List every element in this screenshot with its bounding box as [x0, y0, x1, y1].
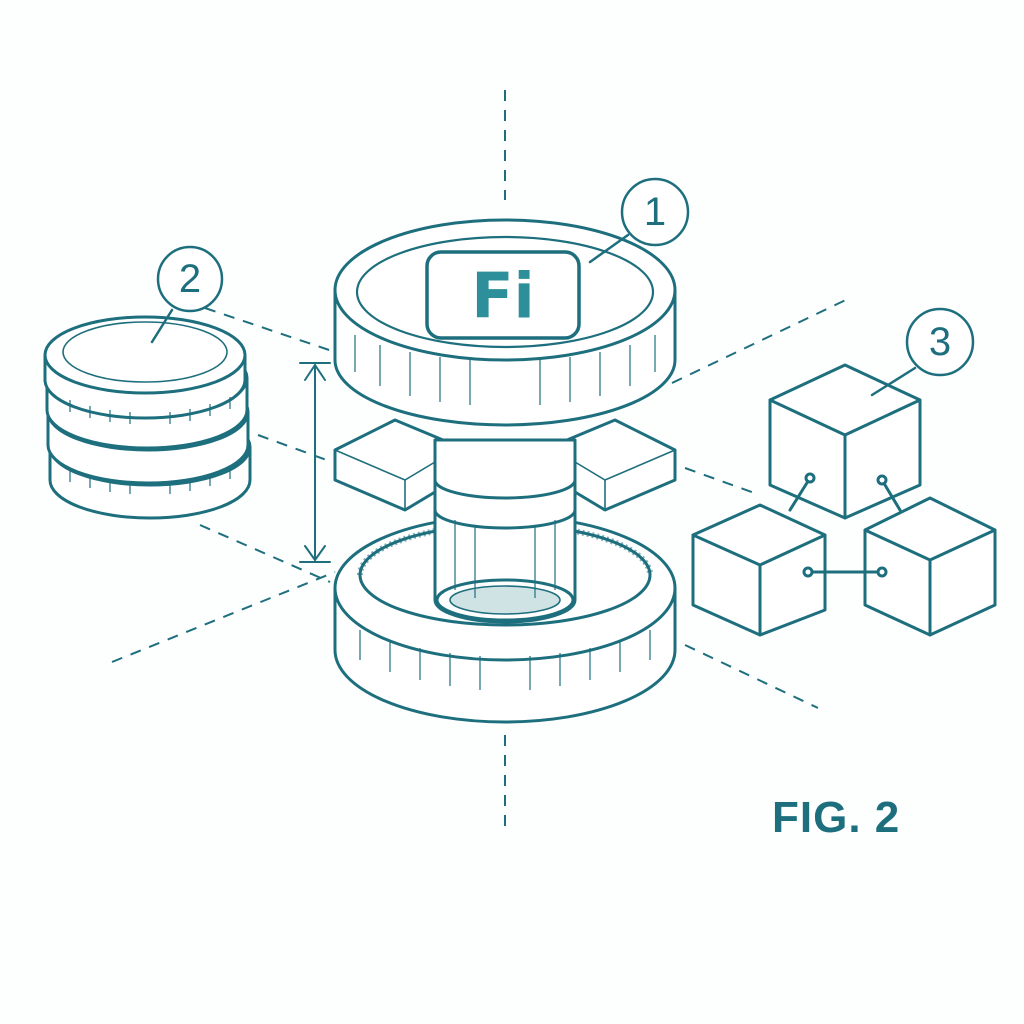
- callout-2: 2: [150, 245, 224, 344]
- coin-top: [43, 315, 247, 420]
- figure-caption: FIG. 2: [772, 793, 901, 842]
- fi-logo-badge: [425, 250, 581, 340]
- block-right: [863, 496, 997, 637]
- block-left: [691, 503, 827, 637]
- block-links: [788, 472, 902, 578]
- callout-2-label: 2: [179, 257, 201, 301]
- fi-logo-text: Fi: [471, 260, 535, 333]
- callout-1-label: 1: [644, 190, 666, 234]
- projection-line-right-top: [671, 296, 853, 384]
- central-assembly: Fi: [333, 218, 677, 724]
- coin-ridges: [69, 397, 231, 494]
- coin-stack: [43, 315, 252, 520]
- projection-line-left-bottom: [111, 571, 336, 663]
- dimension-arrow: [299, 362, 331, 563]
- block-top: [768, 363, 922, 520]
- top-disc: Fi: [333, 218, 677, 427]
- callout-1: 1: [588, 177, 690, 264]
- projection-line-left-low: [199, 524, 331, 583]
- projection-line-left-top: [204, 307, 336, 353]
- shaft: [433, 438, 577, 624]
- construction-lines: [111, 90, 853, 835]
- callout-3-label: 3: [929, 320, 951, 364]
- callout-3: 3: [870, 307, 975, 397]
- projection-line-right-mid: [684, 467, 761, 496]
- linked-blocks: [691, 363, 997, 637]
- projection-line-right-bottom: [684, 644, 819, 709]
- projection-line-left-mid: [257, 434, 333, 463]
